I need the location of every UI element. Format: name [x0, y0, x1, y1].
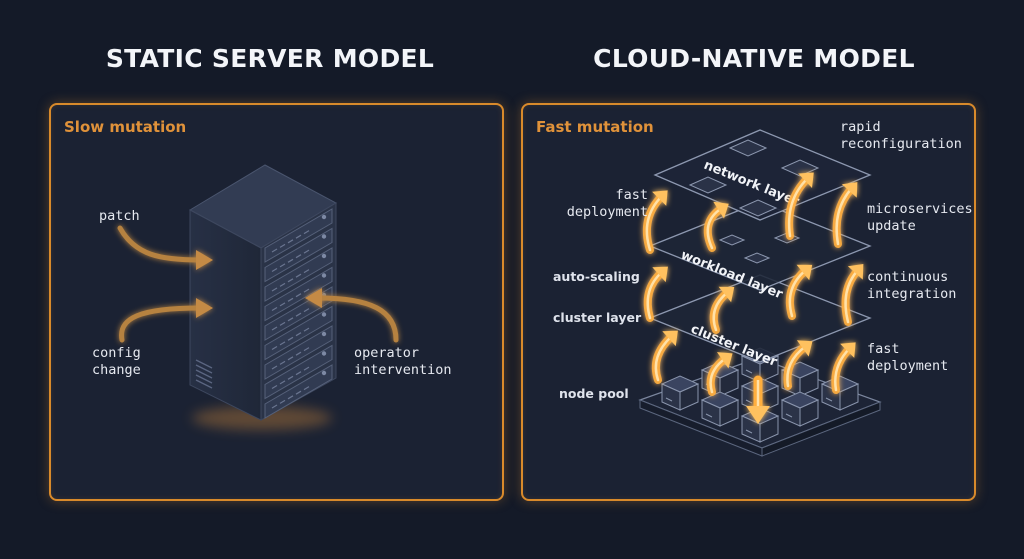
mutation-arrow — [783, 340, 813, 390]
mutation-arrow — [832, 182, 858, 248]
rapid-reconfiguration-label: rapid reconfiguration — [840, 119, 962, 152]
config-change-arrow — [119, 298, 213, 343]
rack-unit — [264, 364, 333, 419]
node-box — [820, 375, 860, 411]
mutation-arrow — [831, 342, 856, 394]
cloud-native-title: CLOUD-NATIVE MODEL — [593, 44, 915, 73]
rack-unit — [264, 325, 333, 380]
fast-deployment-top-label: fast deployment — [566, 187, 648, 220]
node-pool-label: node pool — [559, 386, 629, 401]
mutation-arrow — [706, 352, 733, 396]
microservices-update-label: microservices update — [867, 201, 973, 234]
rack-unit — [264, 247, 333, 302]
mutation-arrow — [841, 264, 864, 326]
mutation-arrow — [643, 190, 668, 254]
operator-intervention-arrow — [305, 288, 399, 343]
rack-unit — [264, 266, 333, 322]
mutation-arrow — [643, 266, 668, 322]
mutation-arrow — [785, 264, 813, 320]
static-server-title: STATIC SERVER MODEL — [105, 44, 435, 73]
patch-arrow — [117, 225, 213, 270]
rack-unit — [264, 208, 333, 263]
operator-intervention-label: operator intervention — [354, 345, 452, 378]
down-arrow — [746, 375, 770, 424]
node-box — [660, 375, 700, 411]
config-change-label: config change — [92, 345, 141, 378]
slow-mutation-label: Slow mutation — [64, 118, 187, 136]
cluster-layer-side-label: cluster layer — [553, 310, 642, 325]
rack-unit — [264, 227, 333, 283]
node-box — [700, 391, 740, 427]
rack-unit — [264, 344, 333, 400]
patch-label: patch — [99, 208, 140, 224]
fast-mutation-label: Fast mutation — [536, 118, 654, 136]
node-box — [780, 391, 820, 427]
mutation-arrow — [785, 172, 814, 240]
mutation-arrow — [709, 286, 735, 334]
network-layer-plate: network layer — [653, 129, 872, 221]
continuous-integration-label: continuous integration — [867, 269, 957, 302]
mutation-arrow — [651, 330, 678, 384]
static-server-panel: Slow mutation — [49, 103, 504, 501]
mutation-arrow — [703, 201, 729, 252]
rack-units — [264, 208, 333, 419]
auto-scaling-label: auto-scaling — [553, 269, 640, 284]
rack-unit — [264, 305, 333, 361]
mutation-arrows — [643, 172, 864, 424]
fast-deployment-bottom-label: fast deployment — [867, 341, 949, 374]
